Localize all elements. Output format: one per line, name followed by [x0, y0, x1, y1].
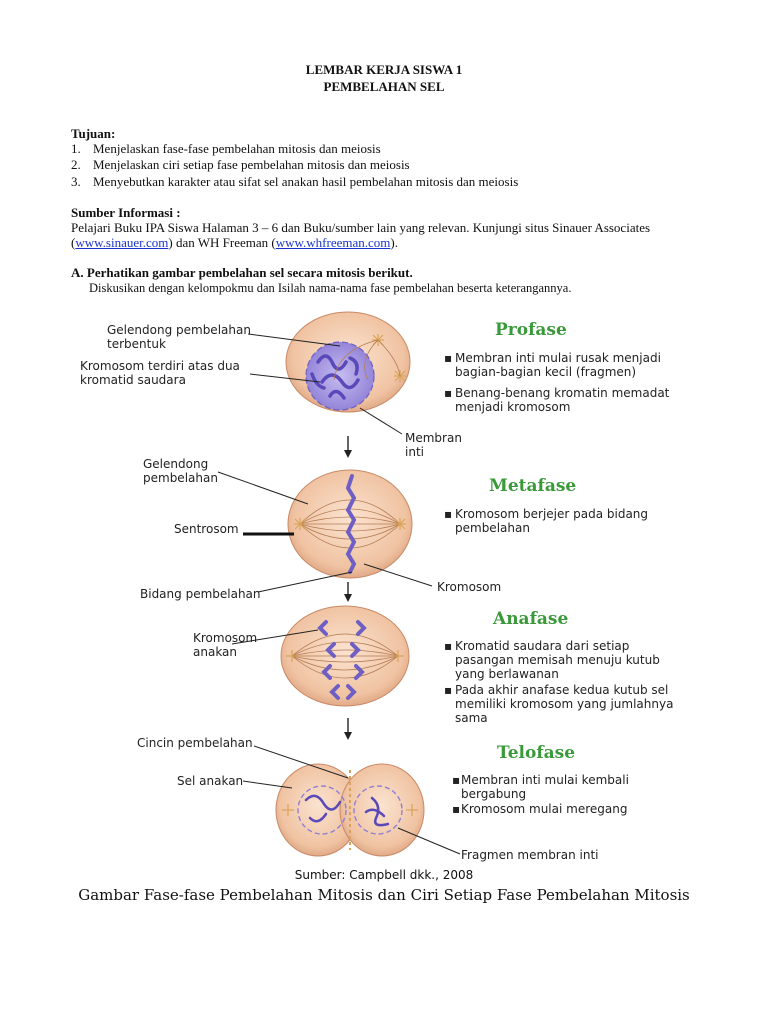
anafase-desc-1a: Kromatid saudara dari setiap [455, 639, 629, 653]
arrow-down-icon [344, 436, 352, 458]
label-gelendong-terbentuk-2: terbentuk [107, 337, 166, 351]
sumber-mid: ) dan WH Freeman ( [168, 235, 276, 250]
label-gelendong-2: pembelahan [143, 471, 218, 485]
bullet: ▪ [444, 351, 452, 365]
sinauer-link[interactable]: www.sinauer.com [75, 235, 169, 250]
phase-title-telofase: Telofase [497, 743, 575, 763]
sumber-close: ). [390, 235, 398, 250]
anafase-desc-2c: sama [455, 711, 488, 725]
tujuan-num: 1. [71, 141, 81, 156]
anaphase-cell [280, 605, 410, 707]
metafase-desc-1a: Kromosom berjejer pada bidang [455, 507, 648, 521]
bullet: ▪ [444, 683, 452, 697]
profase-desc-1a: Membran inti mulai rusak menjadi [455, 351, 661, 365]
bullet: ▪ [444, 507, 452, 521]
profase-desc-1b: bagian-bagian kecil (fragmen) [455, 365, 636, 379]
telofase-desc-1a: Membran inti mulai kembali [461, 773, 629, 787]
label-membran-1: Membran [405, 431, 462, 445]
label-kromosom: Kromosom [437, 580, 501, 594]
label-gelendong-terbentuk-1: Gelendong pembelahan [107, 323, 251, 337]
label-sel-anakan: Sel anakan [177, 774, 243, 788]
tujuan-num: 2. [71, 157, 81, 172]
bullet: ▪ [444, 386, 452, 400]
label-gelendong-1: Gelendong [143, 457, 208, 471]
tujuan-text: Menjelaskan ciri setiap fase pembelahan … [93, 157, 410, 172]
bullet: ▪ [452, 773, 460, 787]
section-a-instruction: Diskusikan dengan kelompokmu dan Isilah … [89, 281, 572, 295]
phase-title-metafase: Metafase [489, 476, 576, 496]
anafase-desc-2a: Pada akhir anafase kedua kutub sel [455, 683, 668, 697]
anafase-desc-1c: yang berlawanan [455, 667, 559, 681]
bullet: ▪ [452, 802, 460, 816]
label-kromosom-kromatid-2: kromatid saudara [80, 373, 186, 387]
label-bidang: Bidang pembelahan [140, 587, 261, 601]
profase-desc-2b: menjadi kromosom [455, 400, 570, 414]
mitosis-figure: Gelendong pembelahan terbentuk Kromosom … [80, 311, 673, 862]
tujuan-item-2: 2. Menjelaskan ciri setiap fase pembelah… [71, 157, 410, 173]
phase-title-anafase: Anafase [492, 609, 568, 629]
metaphase-cell [287, 469, 413, 579]
page-title: LEMBAR KERJA SISWA 1 [305, 62, 463, 77]
label-cincin: Cincin pembelahan [137, 736, 253, 750]
tujuan-item-3: 3. Menyebutkan karakter atau sifat sel a… [71, 174, 518, 190]
figure-source: Sumber: Campbell dkk., 2008 [294, 868, 474, 882]
arrow-down-icon [344, 582, 352, 602]
label-kromosom-anakan-1: Kromosom [193, 631, 257, 645]
label-kromosom-kromatid-1: Kromosom terdiri atas dua [80, 359, 240, 373]
profase-desc-2a: Benang-benang kromatin memadat [455, 386, 670, 400]
arrow-down-icon [344, 718, 352, 740]
figure-caption: Gambar Fase-fase Pembelahan Mitosis dan … [78, 886, 690, 904]
prophase-cell [285, 311, 411, 413]
tujuan-item-1: 1. Menjelaskan fase-fase pembelahan mito… [71, 141, 381, 157]
tujuan-text: Menjelaskan fase-fase pembelahan mitosis… [93, 141, 381, 156]
telophase-cell [275, 763, 425, 857]
sumber-open: ( [71, 235, 76, 250]
sumber-line-1: Pelajari Buku IPA Siswa Halaman 3 – 6 da… [71, 220, 651, 235]
bullet: ▪ [444, 639, 452, 653]
label-kromosom-anakan-2: anakan [193, 645, 237, 659]
section-a-heading: A. Perhatikan gambar pembelahan sel seca… [71, 265, 413, 280]
label-sentrosom: Sentrosom [174, 522, 239, 536]
anafase-desc-1b: pasangan memisah menuju kutub [455, 653, 660, 667]
telofase-desc-2a: Kromosom mulai meregang [461, 802, 627, 816]
label-fragmen: Fragmen membran inti [461, 848, 599, 862]
label-membran-2: inti [405, 445, 424, 459]
telofase-desc-1b: bergabung [461, 787, 526, 801]
metafase-desc-1b: pembelahan [455, 521, 530, 535]
tujuan-text: Menyebutkan karakter atau sifat sel anak… [93, 174, 519, 189]
tujuan-num: 3. [71, 174, 81, 189]
tujuan-heading: Tujuan: [71, 126, 116, 141]
whfreeman-link[interactable]: www.whfreeman.com [275, 235, 391, 250]
sumber-heading: Sumber Informasi : [71, 205, 181, 220]
page-subtitle: PEMBELAHAN SEL [323, 79, 445, 94]
phase-title-profase: Profase [495, 320, 567, 340]
anafase-desc-2b: memiliki kromosom yang jumlahnya [455, 697, 673, 711]
sumber-line-2: (www.sinauer.com) dan WH Freeman (www.wh… [71, 235, 398, 251]
